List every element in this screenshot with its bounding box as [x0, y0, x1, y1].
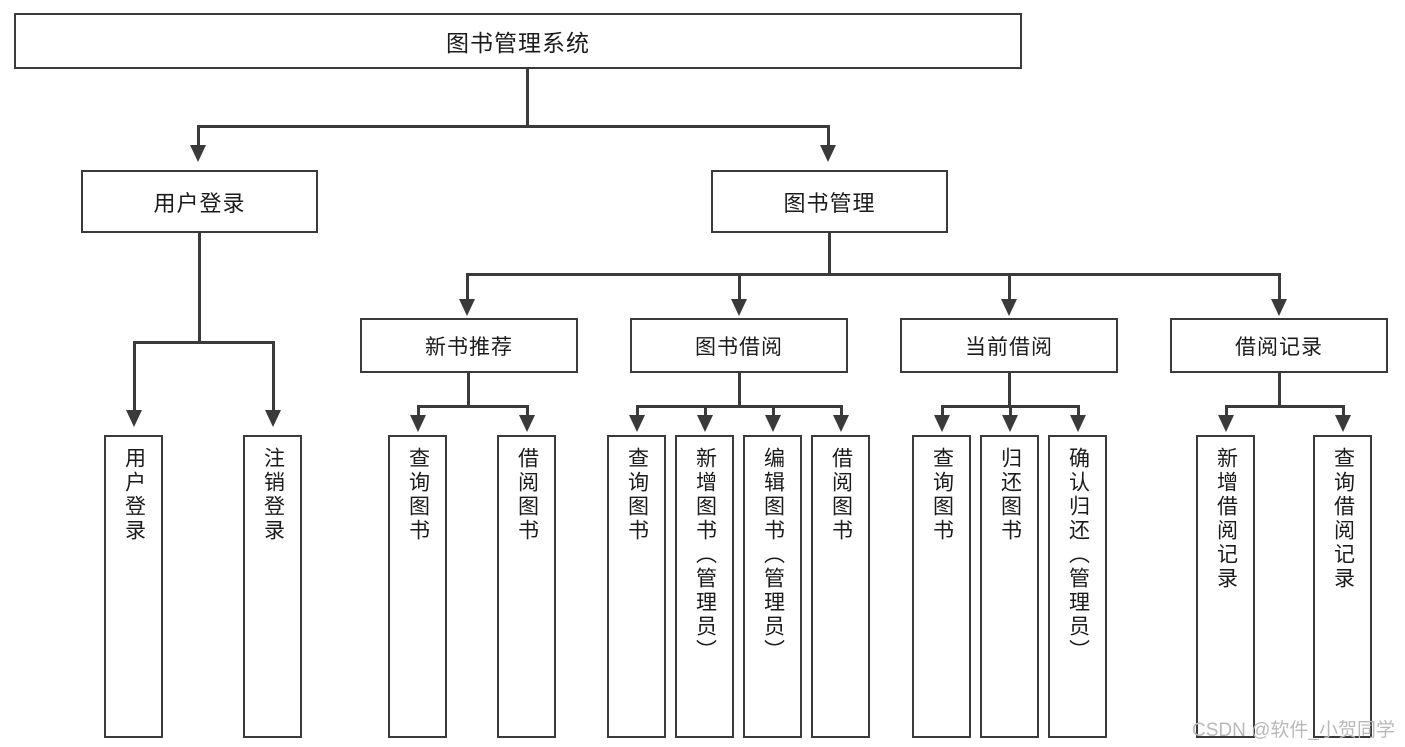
- connector-book-manage-to-borrow: [738, 273, 741, 301]
- leaf-current-borrow-confirm[interactable]: 确认归还（管理员）: [1048, 435, 1107, 738]
- arrow-new-book-to-leaf-1: [410, 415, 426, 432]
- node-label: 当前借阅: [965, 335, 1053, 359]
- connector-new-book-to-leaf-2: [526, 405, 529, 417]
- connector-book-borrow-to-leaf-3: [772, 405, 775, 417]
- connector-borrow-record-to-leaf-2: [1342, 405, 1345, 417]
- node-root-system[interactable]: 图书管理系统: [14, 13, 1022, 69]
- arrow-book-borrow-to-leaf-3: [765, 415, 781, 432]
- connector-book-borrow-bar: [636, 405, 842, 408]
- arrow-user-login-to-leaf-1: [126, 410, 142, 427]
- connector-book-borrow-to-leaf-1: [636, 405, 639, 417]
- leaf-user-login-login[interactable]: 用户登录: [104, 435, 163, 738]
- leaf-label: 借阅图书: [829, 447, 853, 543]
- node-label: 用户登录: [153, 190, 246, 216]
- arrow-current-borrow-to-leaf-2: [1002, 415, 1018, 432]
- node-book-borrow[interactable]: 图书借阅: [630, 318, 848, 373]
- node-book-manage[interactable]: 图书管理: [711, 170, 948, 233]
- connector-user-login-bar: [133, 341, 275, 344]
- node-label: 借阅记录: [1235, 335, 1323, 359]
- arrow-new-book-to-leaf-2: [519, 415, 535, 432]
- connector-user-login-to-leaf-1: [133, 341, 136, 412]
- connector-root-stem: [526, 69, 529, 126]
- leaf-label: 归还图书: [998, 447, 1022, 543]
- leaf-borrow-record-query[interactable]: 查询借阅记录: [1313, 435, 1372, 738]
- arrow-book-manage-to-record: [1271, 299, 1287, 316]
- arrow-book-manage-to-current: [1001, 299, 1017, 316]
- arrow-book-borrow-to-leaf-2: [697, 415, 713, 432]
- node-label: 图书管理: [783, 190, 876, 216]
- connector-borrow-record-to-leaf-1: [1225, 405, 1228, 417]
- leaf-label: 编辑图书（管理员）: [761, 447, 785, 663]
- connector-new-book-to-leaf-1: [417, 405, 420, 417]
- leaf-label: 新增图书（管理员）: [693, 447, 717, 663]
- arrow-book-borrow-to-leaf-1: [629, 415, 645, 432]
- arrow-user-login-to-leaf-2: [265, 410, 281, 427]
- arrow-borrow-record-to-leaf-2: [1335, 415, 1351, 432]
- leaf-label: 注销登录: [261, 447, 285, 543]
- arrow-borrow-record-to-leaf-1: [1218, 415, 1234, 432]
- connector-book-manage-stem: [828, 233, 831, 275]
- connector-book-manage-to-record: [1278, 273, 1281, 301]
- leaf-book-borrow-borrow[interactable]: 借阅图书: [811, 435, 870, 738]
- leaf-label: 查询图书: [625, 447, 649, 543]
- connector-user-login-to-leaf-2: [272, 341, 275, 412]
- connector-borrow-record-stem: [1278, 373, 1281, 407]
- leaf-user-login-logout[interactable]: 注销登录: [243, 435, 302, 738]
- connector-book-borrow-stem: [738, 373, 741, 407]
- arrow-current-borrow-to-leaf-1: [934, 415, 950, 432]
- connector-current-borrow-to-leaf-2: [1009, 405, 1012, 417]
- connector-book-manage-to-current: [1008, 273, 1011, 301]
- arrow-book-borrow-to-leaf-4: [833, 415, 849, 432]
- leaf-label: 确认归还（管理员）: [1066, 447, 1090, 663]
- leaf-new-book-borrow[interactable]: 借阅图书: [497, 435, 556, 738]
- leaf-current-borrow-query[interactable]: 查询图书: [912, 435, 971, 738]
- leaf-book-borrow-edit[interactable]: 编辑图书（管理员）: [743, 435, 802, 738]
- connector-book-borrow-to-leaf-4: [840, 405, 843, 417]
- connector-book-manage-bar: [466, 273, 1280, 276]
- leaf-book-borrow-add[interactable]: 新增图书（管理员）: [675, 435, 734, 738]
- leaf-label: 查询图书: [930, 447, 954, 543]
- connector-book-borrow-to-leaf-2: [704, 405, 707, 417]
- leaf-borrow-record-add[interactable]: 新增借阅记录: [1196, 435, 1255, 738]
- arrow-root-to-book-manage: [820, 145, 836, 162]
- node-label: 新书推荐: [425, 335, 513, 359]
- arrow-root-to-user-login: [190, 145, 206, 162]
- leaf-new-book-query[interactable]: 查询图书: [388, 435, 447, 738]
- arrow-current-borrow-to-leaf-3: [1070, 415, 1086, 432]
- leaf-label: 查询图书: [406, 447, 430, 543]
- connector-root-to-user-login: [197, 125, 200, 147]
- watermark-text: CSDN @软件_小贺同学: [1192, 720, 1395, 741]
- connector-root-bar: [197, 125, 829, 128]
- connector-book-manage-to-new-book: [466, 273, 469, 301]
- connector-borrow-record-bar: [1225, 405, 1344, 408]
- leaf-label: 借阅图书: [515, 447, 539, 543]
- node-borrow-record[interactable]: 借阅记录: [1170, 318, 1388, 373]
- connector-new-book-stem: [467, 373, 470, 407]
- node-new-book-recommend[interactable]: 新书推荐: [360, 318, 578, 373]
- connector-new-book-bar: [417, 405, 529, 408]
- arrow-book-manage-to-borrow: [731, 299, 747, 316]
- node-label: 图书管理系统: [446, 30, 590, 56]
- leaf-current-borrow-return[interactable]: 归还图书: [980, 435, 1039, 738]
- connector-current-borrow-to-leaf-3: [1077, 405, 1080, 417]
- node-current-borrow[interactable]: 当前借阅: [900, 318, 1118, 373]
- leaf-label: 查询借阅记录: [1331, 447, 1355, 591]
- connector-root-to-book-manage: [827, 125, 830, 147]
- leaf-label: 用户登录: [122, 447, 146, 543]
- connector-current-borrow-to-leaf-1: [941, 405, 944, 417]
- node-user-login[interactable]: 用户登录: [81, 170, 318, 233]
- arrow-book-manage-to-new-book: [459, 299, 475, 316]
- node-label: 图书借阅: [695, 335, 783, 359]
- connector-user-login-stem: [198, 233, 201, 343]
- connector-current-borrow-stem: [1008, 373, 1011, 407]
- leaf-label: 新增借阅记录: [1214, 447, 1238, 591]
- leaf-book-borrow-query[interactable]: 查询图书: [607, 435, 666, 738]
